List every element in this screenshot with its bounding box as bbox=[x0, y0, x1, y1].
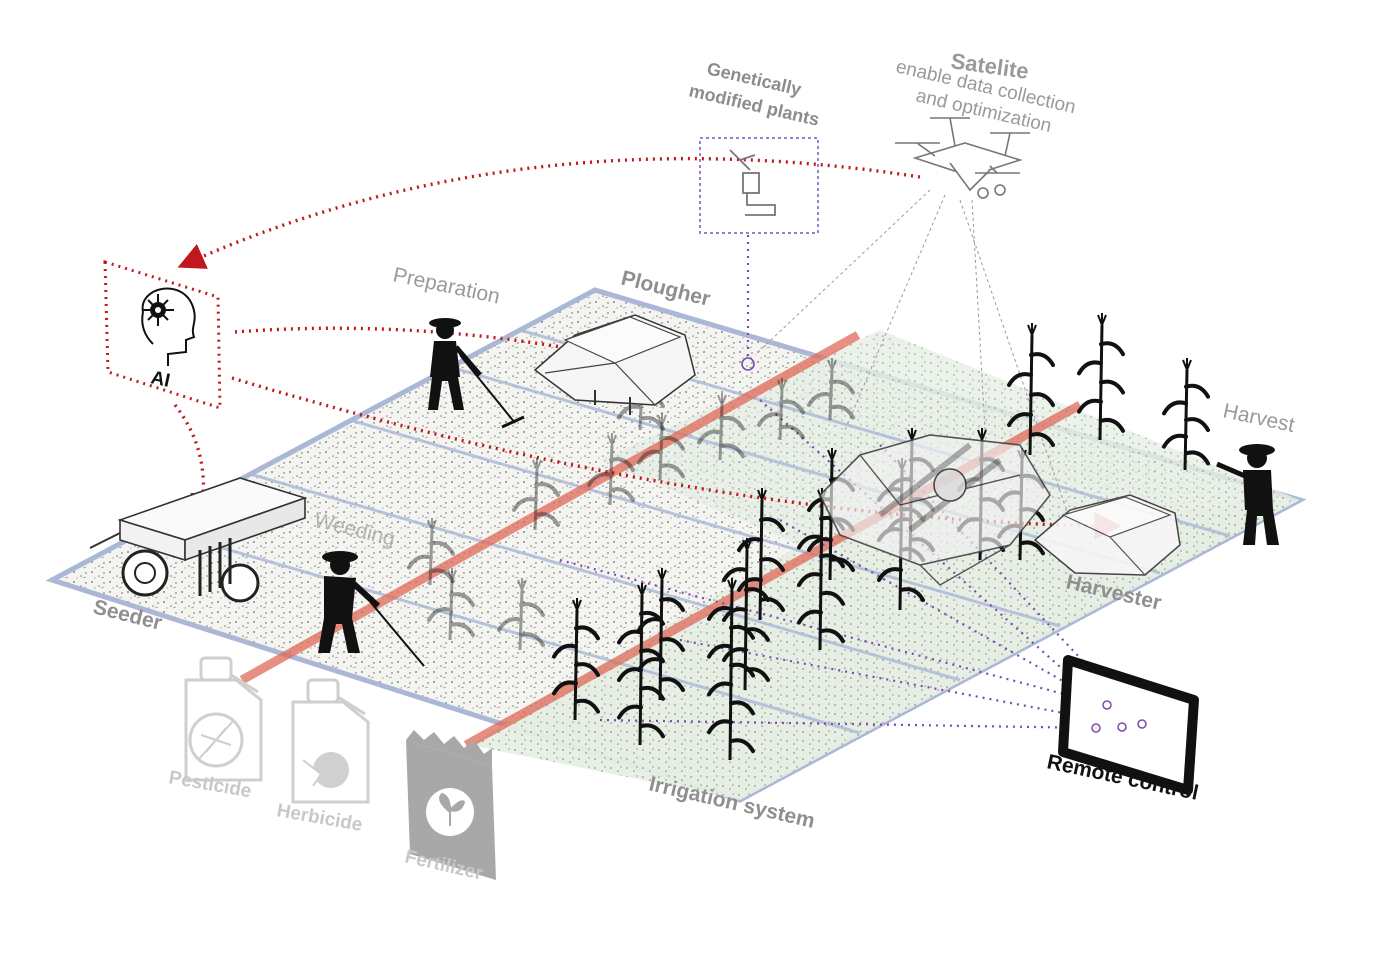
preparation-label: Preparation bbox=[391, 263, 502, 308]
gm-link-dot bbox=[741, 357, 755, 371]
ai-box bbox=[103, 259, 222, 411]
corn-plant-icon bbox=[1077, 313, 1125, 441]
seeder-icon bbox=[89, 477, 308, 603]
ai-links bbox=[173, 156, 1122, 540]
microscope-icon bbox=[729, 149, 776, 216]
pesticide-jerrycan-icon bbox=[184, 656, 263, 782]
corn-plant-icon bbox=[697, 393, 745, 461]
harvest-label: Harvest bbox=[1221, 399, 1297, 437]
herbicide-label: Herbicide bbox=[275, 800, 364, 836]
corn-plant-icon bbox=[1007, 323, 1055, 456]
crop-zone bbox=[470, 500, 1300, 800]
corn-plant-icon bbox=[587, 433, 635, 506]
gm-plants-box bbox=[699, 137, 819, 234]
corn-plant-icon bbox=[427, 568, 475, 641]
herbicide-jerrycan-icon bbox=[291, 678, 370, 804]
harvester-icon bbox=[819, 434, 1181, 586]
tablet-icon bbox=[1058, 655, 1199, 795]
corn-plant-icon bbox=[407, 518, 455, 586]
corn-plant-icon bbox=[797, 488, 845, 651]
corn-plant-icon bbox=[807, 358, 855, 421]
ai-head-icon bbox=[141, 287, 196, 366]
farmer-preparation-icon bbox=[428, 318, 525, 429]
corn-plant-icon bbox=[637, 568, 685, 701]
field bbox=[45, 287, 1307, 803]
fertilizer-bag-icon bbox=[406, 730, 496, 880]
drone-icon bbox=[895, 117, 1030, 199]
corn-plant-icon bbox=[1162, 358, 1210, 471]
corn-plant-icon bbox=[707, 578, 755, 761]
corn-plant-icon bbox=[637, 413, 685, 481]
corn-plant-icon bbox=[737, 488, 785, 621]
farmer-harvest-icon bbox=[1216, 444, 1279, 545]
plougher-icon bbox=[533, 314, 696, 415]
corn-plant-icon bbox=[757, 378, 805, 441]
corn-plant-icon bbox=[512, 458, 560, 531]
corn-plant-icon bbox=[497, 578, 545, 651]
satellite-links bbox=[754, 189, 1071, 521]
ai-label: AI bbox=[149, 367, 172, 391]
corn-plant-icon bbox=[552, 598, 600, 721]
farmer-weeding-icon bbox=[318, 551, 425, 667]
